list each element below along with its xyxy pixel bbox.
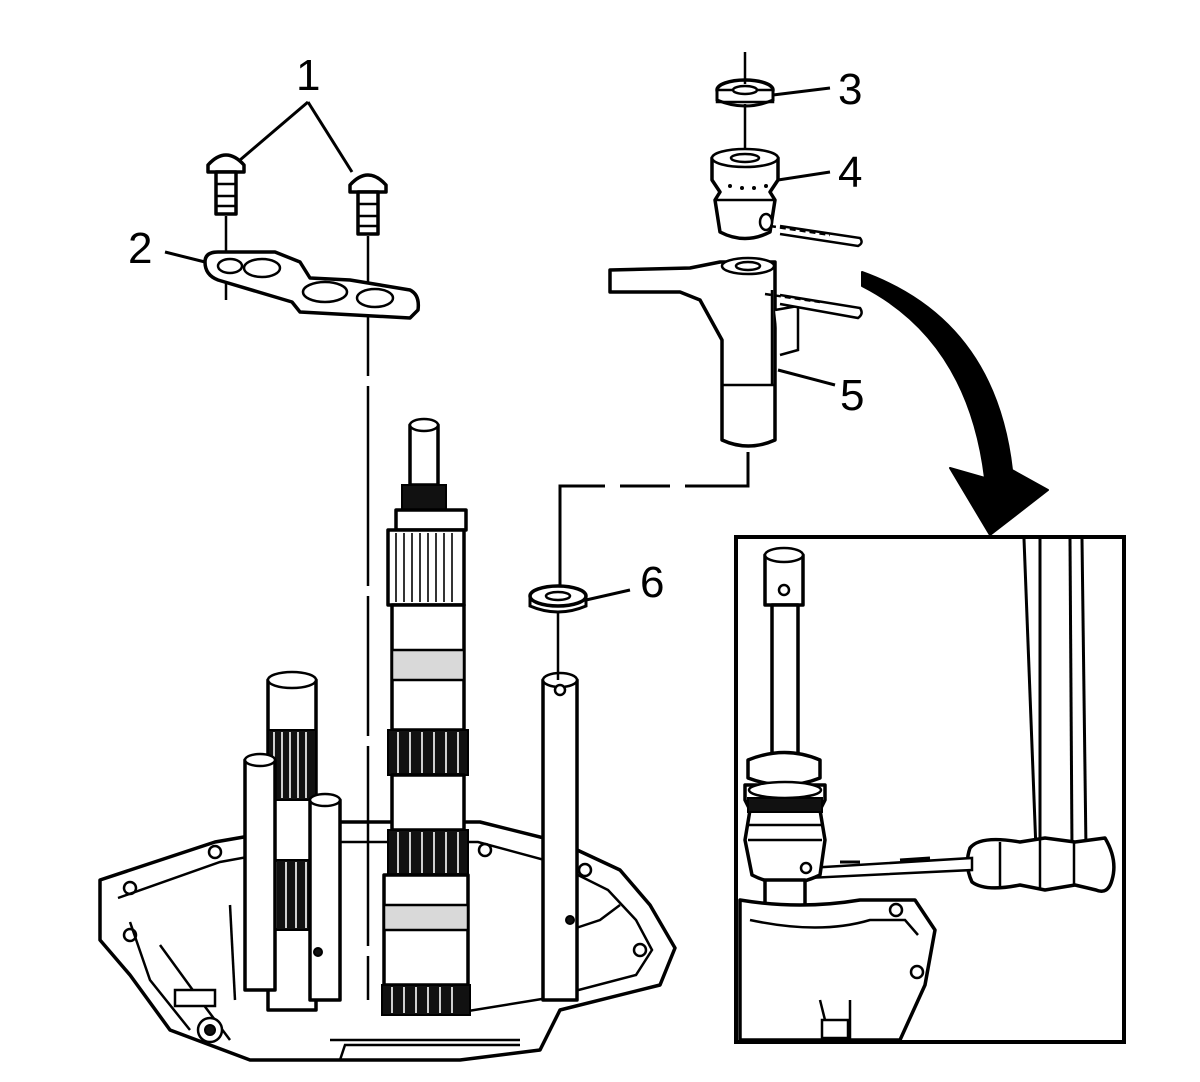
callout-6: 6 <box>640 558 664 607</box>
main-shaft <box>381 417 471 1016</box>
curved-arrow-icon <box>861 271 1049 536</box>
shift-fork-part-5 <box>558 256 863 590</box>
shift-rail-center <box>308 792 342 1002</box>
bolt-left <box>206 153 246 216</box>
callout-labels: 1 2 3 4 5 6 <box>128 51 864 607</box>
inset-detail <box>734 535 1126 1044</box>
callout-4: 4 <box>838 148 862 197</box>
callout-3: 3 <box>838 65 862 114</box>
callout-1: 1 <box>296 51 320 100</box>
callout-5: 5 <box>840 371 864 420</box>
washer-part-6 <box>528 584 631 680</box>
shift-rail-left <box>243 752 277 992</box>
collar-part-4 <box>710 147 863 248</box>
bolts-part-1 <box>206 100 388 1000</box>
washer-part-3 <box>715 52 831 148</box>
bracket-part-2 <box>164 250 421 320</box>
callout-2: 2 <box>128 224 152 273</box>
shift-rail-right <box>541 671 579 1002</box>
bolt-right <box>348 173 388 236</box>
